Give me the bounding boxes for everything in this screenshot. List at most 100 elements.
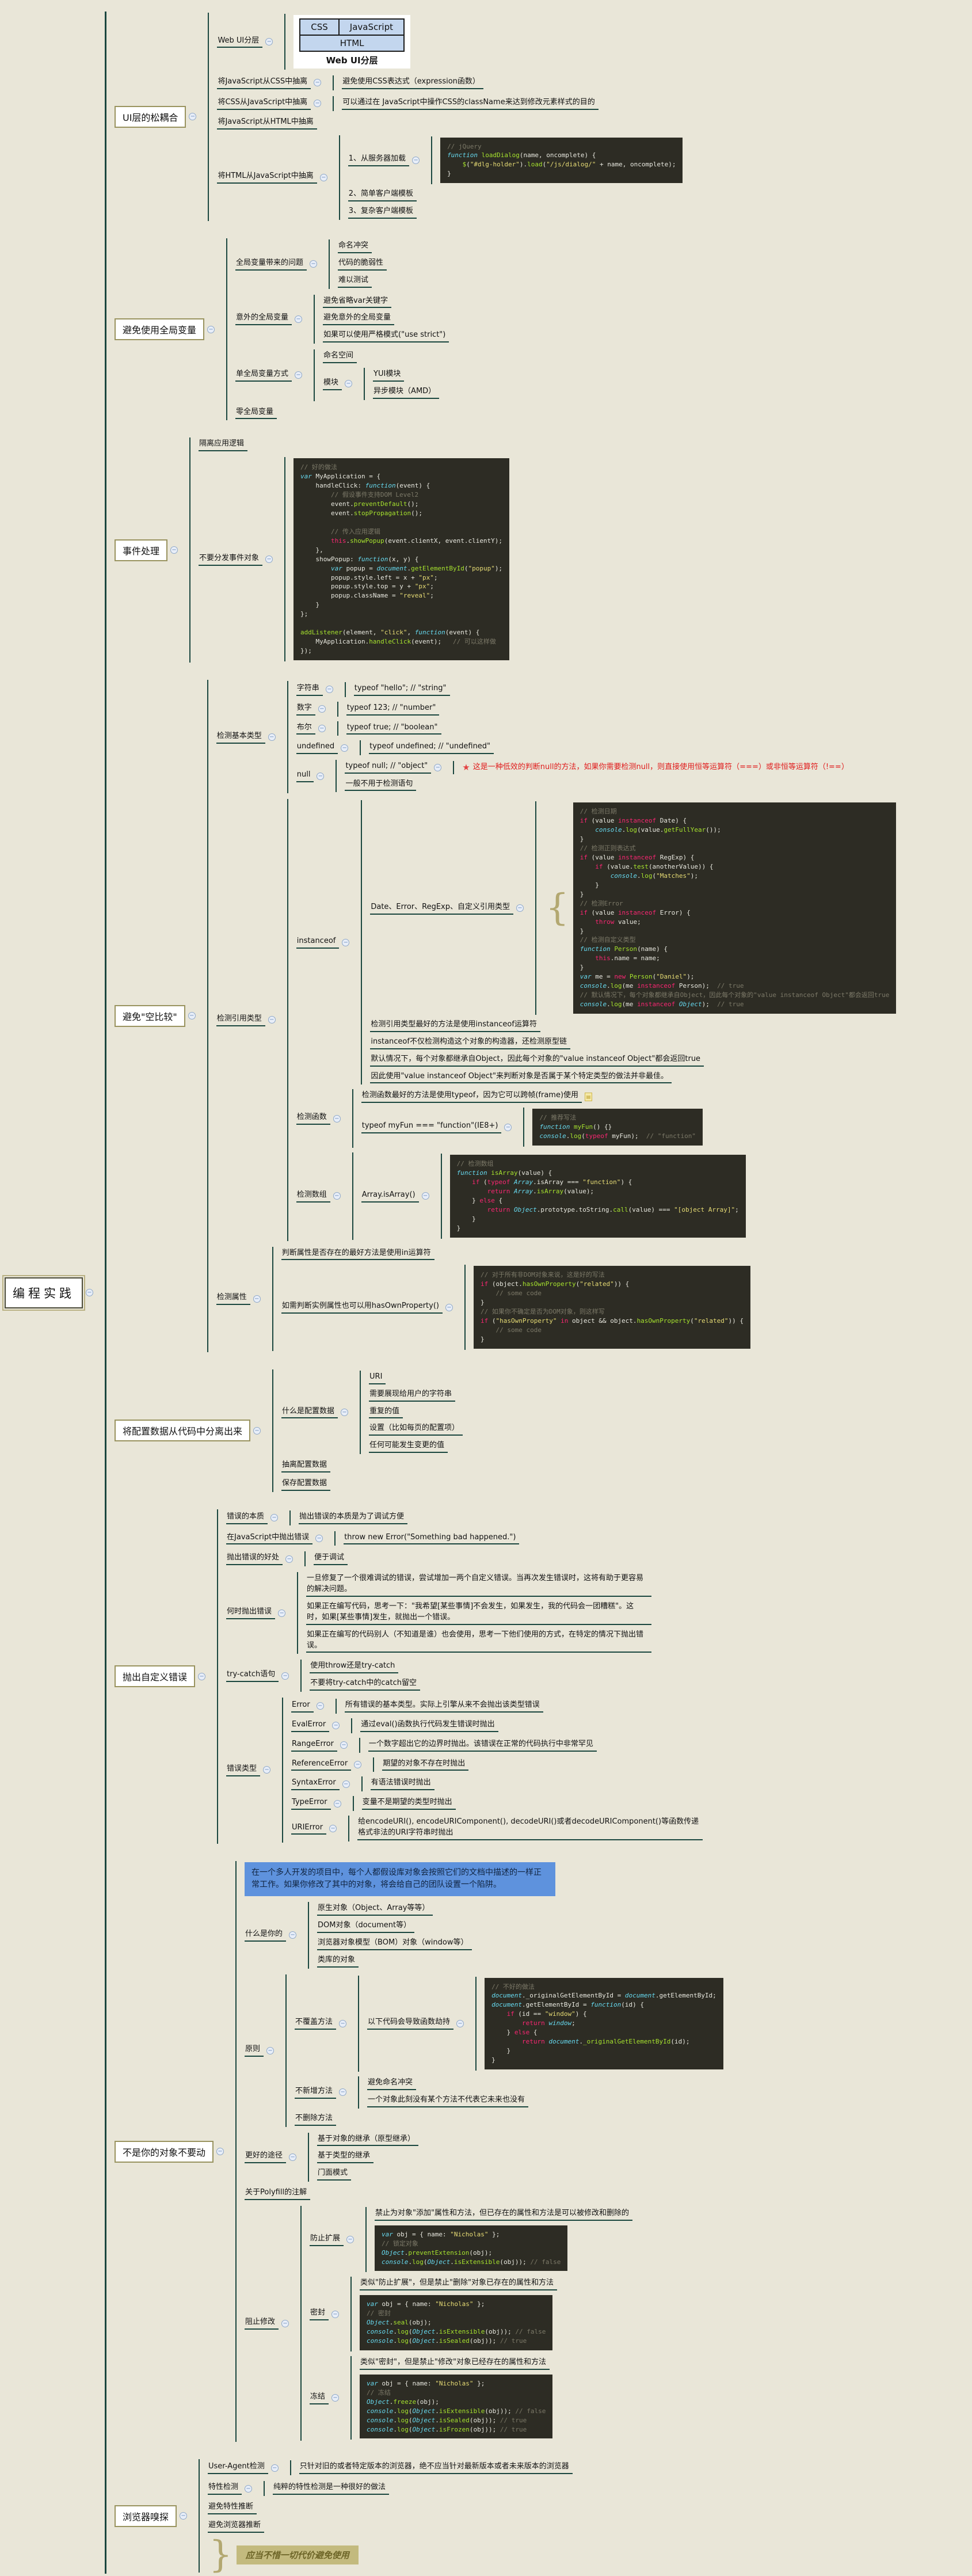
tree-node[interactable]: 类似"密封"，但是禁止"修改"对象已经存在的属性和方法 <box>360 2357 552 2370</box>
collapse-icon[interactable]: − <box>325 686 333 694</box>
tree-node[interactable]: 意外的全局变量−避免省略var关键字避免意外的全局变量如果可以使用严格模式("u… <box>235 294 449 344</box>
tree-node[interactable]: 默认情况下，每个对象都继承自Object，因此每个对象的"value insta… <box>370 1054 896 1067</box>
collapse-icon[interactable]: − <box>180 2512 188 2520</box>
collapse-icon[interactable]: − <box>354 1760 362 1768</box>
tree-node[interactable]: 何时抛出错误−一旦修复了一个很难调试的错误，尝试增加一两个自定义错误。当再次发生… <box>226 1572 703 1654</box>
collapse-icon[interactable]: − <box>331 2394 340 2402</box>
collapse-icon[interactable]: − <box>456 2019 464 2027</box>
tree-node[interactable]: 类似"防止扩展"，但是禁止"删除"对象已存在的属性和方法 <box>360 2278 557 2291</box>
collapse-icon[interactable]: − <box>329 1824 337 1832</box>
tree-node[interactable]: URI <box>369 1372 463 1384</box>
tree-node[interactable]: 单全局变量方式−命名空间模块−YUI模块异步模块（AMD） <box>235 349 449 401</box>
tree-node[interactable]: 一旦修复了一个很难调试的错误，尝试增加一两个自定义错误。当再次发生错误时，这将有… <box>306 1573 652 1597</box>
collapse-icon[interactable]: − <box>281 1672 289 1680</box>
tree-node[interactable]: 检测引用类型−instanceof−Date、Error、RegExp、自定义引… <box>216 799 897 1241</box>
tree-node[interactable]: 什么是你的−原生对象（Object、Array等等）DOM对象（document… <box>245 1902 723 1969</box>
tree-node[interactable]: typeof undefined; // "undefined" <box>369 741 494 755</box>
tree-node[interactable]: 一个数字超出它的边界时抛出。该错误在正常的代码执行中非常罕见 <box>368 1739 597 1752</box>
tree-node[interactable]: 代码的脆弱性 <box>338 258 387 271</box>
tree-node[interactable]: 如果可以使用严格模式("use strict") <box>323 330 449 343</box>
collapse-icon[interactable]: − <box>341 744 349 752</box>
collapse-icon[interactable]: − <box>332 1722 340 1730</box>
branch-topic[interactable]: 不是你的对象不要动−在一个多人开发的项目中，每个人都假设库对象会按照它们的文档中… <box>115 1860 896 2442</box>
tree-node[interactable]: 使用throw还是try-catch <box>310 1661 420 1674</box>
collapse-icon[interactable]: − <box>421 1192 429 1200</box>
tree-node[interactable]: instanceof不仅检测构造这个对象的构造器，还检测原型链 <box>370 1037 896 1049</box>
tree-node[interactable]: 不要将try-catch中的catch留空 <box>310 1678 421 1691</box>
collapse-icon[interactable]: − <box>270 2464 279 2472</box>
collapse-icon[interactable]: − <box>216 2148 224 2156</box>
tree-node[interactable]: 判断属性是否存在的最好方法是使用in运算符 <box>281 1248 750 1261</box>
collapse-icon[interactable]: − <box>412 156 420 164</box>
collapse-icon[interactable]: − <box>340 1741 348 1749</box>
collapse-icon[interactable]: − <box>342 1780 350 1788</box>
tree-node[interactable]: typeof 123; // "number" <box>346 703 440 716</box>
collapse-icon[interactable]: − <box>317 772 325 780</box>
collapse-icon[interactable]: − <box>189 113 197 121</box>
tree-node[interactable]: 将JavaScript从HTML中抽离 <box>217 117 683 130</box>
tree-node[interactable]: 字符串−typeof "hello"; // "string" <box>296 682 849 697</box>
tree-node[interactable]: 如需判断实例属性也可以用hasOwnProperty()−// 对于所有非DOM… <box>281 1265 751 1350</box>
tree-node[interactable]: 保存配置数据 <box>281 1478 463 1491</box>
tree-node[interactable]: 检测函数最好的方法是使用typeof，因为它可以跨帧(frame)使用▤ <box>361 1090 703 1104</box>
collapse-icon[interactable]: − <box>281 2319 289 2327</box>
tree-node[interactable]: 抽离配置数据 <box>281 1460 463 1472</box>
tree-node[interactable]: 关于Polyfill的注解 <box>245 2187 723 2200</box>
tree-node[interactable]: Error−所有错误的基本类型。实际上引擎从来不会抛出该类型错误 <box>291 1699 703 1714</box>
tree-node[interactable]: 需要展现给用户的字符串 <box>369 1389 463 1402</box>
tree-node[interactable]: 特性检测−纯粹的特性检测是一种很好的做法 <box>208 2481 573 2497</box>
tree-node[interactable]: 便于调试 <box>314 1553 348 1566</box>
collapse-icon[interactable]: − <box>289 2153 297 2161</box>
collapse-icon[interactable]: − <box>333 1192 341 1200</box>
collapse-icon[interactable]: − <box>318 705 326 713</box>
tree-node[interactable]: 全局变量带来的问题−命名冲突代码的脆弱性难以测试 <box>235 239 449 289</box>
tree-node[interactable]: 可以通过在 JavaScript中操作CSS的className来达到修改元素样… <box>342 97 599 110</box>
tree-node[interactable]: 重复的值 <box>369 1406 463 1419</box>
tree-node[interactable]: 检测属性−判断属性是否存在的最好方法是使用in运算符如需判断实例属性也可以用ha… <box>216 1246 897 1351</box>
tree-node[interactable]: SyntaxError−有语法错误时抛出 <box>291 1776 703 1792</box>
collapse-icon[interactable]: − <box>188 1012 196 1020</box>
collapse-icon[interactable]: − <box>266 2046 275 2054</box>
tree-node[interactable]: 布尔−typeof true; // "boolean" <box>296 721 849 736</box>
collapse-icon[interactable]: − <box>339 2019 347 2027</box>
tree-node[interactable]: User-Agent检测−只针对旧的或者特定版本的浏览器，绝不应当针对最新版本或… <box>208 2460 573 2476</box>
tree-node[interactable]: instanceof−Date、Error、RegExp、自定义引用类型−{//… <box>296 800 897 1085</box>
collapse-icon[interactable]: − <box>318 725 326 733</box>
collapse-icon[interactable]: − <box>170 546 178 554</box>
tree-node[interactable]: 浏览器对象模型（BOM）对象（window等） <box>317 1938 472 1950</box>
tree-node[interactable]: 所有错误的基本类型。实际上引擎从来不会抛出该类型错误 <box>344 1700 543 1713</box>
note-icon[interactable]: ▤ <box>585 1092 593 1101</box>
tree-node[interactable]: 3、复杂客户端模板 <box>348 206 683 219</box>
tree-node[interactable]: 检测函数−检测函数最好的方法是使用typeof，因为它可以跨帧(frame)使用… <box>296 1089 897 1148</box>
collapse-icon[interactable]: − <box>345 380 353 388</box>
collapse-icon[interactable]: − <box>504 1123 512 1131</box>
tree-node[interactable]: YUI模块 <box>373 369 439 382</box>
collapse-icon[interactable]: − <box>314 100 322 108</box>
tree-node[interactable]: 避免意外的全局变量 <box>323 313 449 326</box>
tree-node[interactable]: null−typeof null; // "object"−★这是一种低效的判断… <box>296 760 849 793</box>
branch-topic[interactable]: 抛出自定义错误−错误的本质−抛出错误的本质是为了调试方便在JavaScript中… <box>115 1509 896 1844</box>
tree-node[interactable]: 一般不用于检测语句 <box>345 779 848 792</box>
tree-node[interactable]: 如果正在编写代码，思考一下："我希望[某些事情]不会发生，如果发生，我的代码会一… <box>306 1601 652 1625</box>
tree-node[interactable]: }应当不惜一切代价避免使用 <box>208 2536 573 2573</box>
tree-node[interactable]: throw new Error("Something bad happened.… <box>344 1532 520 1545</box>
tree-node[interactable]: 命名冲突 <box>338 241 387 253</box>
tree-node[interactable]: 只针对旧的或者特定版本的浏览器，绝不应当针对最新版本或者未来版本的浏览器 <box>299 2461 573 2475</box>
collapse-icon[interactable]: − <box>207 325 215 333</box>
tree-node[interactable]: 阻止修改−防止扩展−禁止为对象"添加"属性和方法，但已存在的属性和方法是可以被修… <box>245 2205 723 2441</box>
tree-node[interactable]: 2、简单客户端模板 <box>348 189 683 202</box>
tree-node[interactable]: typeof "hello"; // "string" <box>353 683 450 696</box>
tree-node[interactable]: 原生对象（Object、Array等等） <box>317 1903 471 1916</box>
tree-node[interactable]: EvalError−通过eval()函数执行代码发生错误时抛出 <box>291 1718 703 1733</box>
collapse-icon[interactable]: − <box>314 79 322 87</box>
